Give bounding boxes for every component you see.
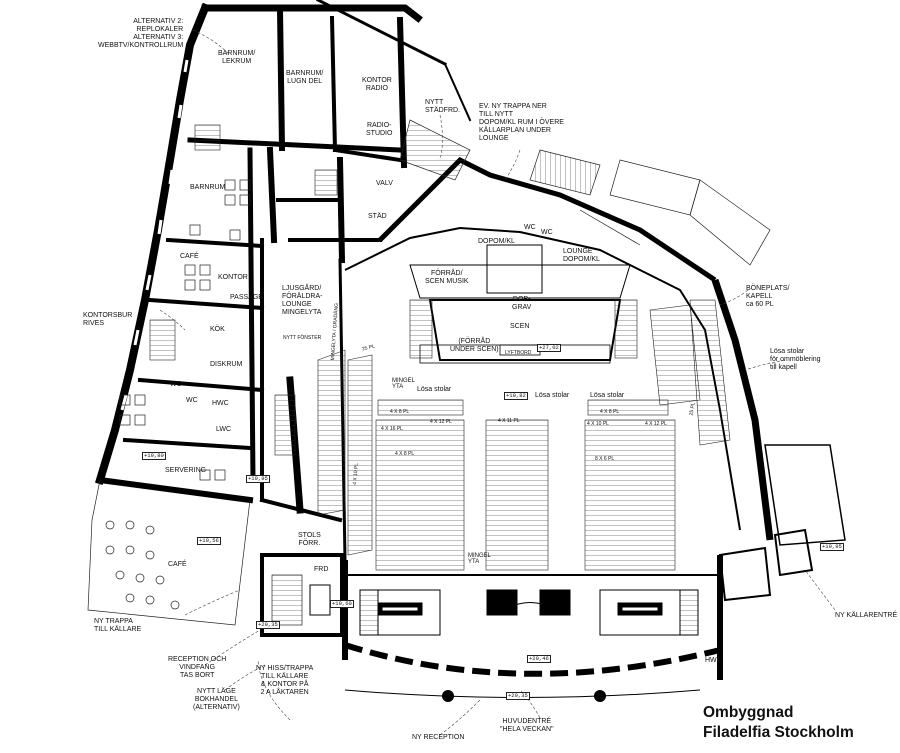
label-losa-stolar3: Lösa stolar: [590, 392, 625, 399]
south-boxes: [359, 589, 699, 636]
seat-count: 4 X 8 PL: [395, 451, 415, 457]
label-ljusgard: LJUSGÅRD/ FÖRÄLDRA- LOUNGE MINGELYTA: [282, 285, 323, 316]
label-dop-grav: DOP- GRAV: [512, 296, 532, 311]
label-ev-trappa: EV. NY TRAPPA NER TILL NYTT DOPOM/KL RUM…: [479, 103, 564, 142]
title-line-2: Filadelfia Stockholm: [703, 724, 854, 741]
title-line-1: Ombyggnad: [703, 704, 794, 721]
seat-count: 4 X 12 PL: [645, 421, 667, 427]
entrance-column-left: [442, 690, 454, 702]
level-tag: +20,46: [527, 655, 551, 663]
label-servering: SERVERING: [165, 467, 207, 474]
stair-west-1: [194, 124, 221, 151]
label-losa-stolar1: Lösa stolar: [417, 386, 452, 393]
label-barnrum-lekrum: BARNRUM/ LEKRUM: [218, 50, 256, 65]
label-ny-kallarentre: NY KÄLLARENTRÉ: [835, 612, 898, 619]
label-ny-hiss: NY HISS/TRAPPA TILL KÄLLARE & KONTOR PÅ …: [256, 665, 314, 696]
label-ny-reception: NY RECEPTION: [412, 734, 465, 741]
drawing-title: Ombyggnad Filadelfia Stockholm: [703, 703, 854, 743]
seat-count: 4 X 10 PL: [587, 421, 609, 427]
level-tag: +19,95: [246, 475, 270, 483]
label-barnrum-lugn: BARNRUM/ LUGN DEL: [286, 70, 324, 85]
seat-count: 4 X 8 PL: [600, 409, 620, 415]
level-tag: +20,35: [506, 692, 530, 700]
level-tag: +19,95: [820, 543, 844, 551]
label-radio-studio: RADIO- STUDIO: [366, 122, 393, 137]
east-annex: [718, 444, 846, 602]
seat-count: 8 X 6 PL: [595, 456, 615, 462]
seat-count: 4 X 11 PL: [498, 418, 520, 424]
label-losa-stolar2: Lösa stolar: [535, 392, 570, 399]
label-scen: SCEN: [510, 323, 530, 330]
cafe-tables: [105, 179, 251, 610]
label-kok: KÖK: [210, 326, 225, 333]
label-kontor-radio: KONTOR RADIO: [362, 77, 392, 92]
level-tag: +27,02: [537, 344, 561, 352]
label-hwc1: HWC: [212, 400, 229, 407]
stair-west-3: [274, 394, 296, 456]
stair-west-2: [149, 319, 176, 361]
level-tag: +19,56: [197, 537, 221, 545]
seat-count: 4 X 8 PL: [390, 409, 410, 415]
seating: [317, 299, 731, 571]
label-wc3: WC: [170, 381, 182, 388]
label-reception-vindfang: RECEPTION OCH VINDFANG TAS BORT: [168, 656, 227, 679]
stair-west-4: [314, 169, 338, 196]
label-nytt-fonster: NYTT FÖNSTER: [283, 335, 322, 341]
seat-count: 4 X 16 PL: [381, 426, 403, 432]
label-mingel2: MINGEL YTA: [468, 553, 492, 565]
label-frd: FRD: [314, 566, 329, 573]
label-lyftbord: LYFTBORD: [505, 350, 532, 356]
ne-stair-zone: [399, 119, 771, 266]
level-tag: +20,35: [256, 621, 280, 629]
leader-lines: [159, 29, 836, 736]
label-wc1: WC: [524, 224, 536, 231]
label-forrad-scen: FÖRRÅD/ SCEN MUSIK: [425, 270, 469, 285]
label-wc2: WC: [541, 229, 553, 236]
west-wall-windows: [120, 59, 189, 411]
stage-steps-right: [614, 299, 638, 359]
label-nytt-lage: NYTT LÄGE BOKHANDEL (ALTERNATIV): [193, 688, 240, 711]
stage-steps-left: [409, 299, 433, 359]
label-hwc2: HWC: [705, 657, 722, 664]
label-ny-trappa: NY TRAPPA TILL KÄLLARE: [94, 618, 142, 633]
label-lwc: LWC: [216, 426, 232, 433]
level-tag: +19,82: [504, 392, 528, 400]
label-barnrum: BARNRUM: [190, 184, 226, 191]
label-wc4: WC: [186, 397, 198, 404]
label-kontor: KONTOR: [218, 274, 248, 281]
label-lounge: LOUNGE DOPOM/KL: [563, 248, 600, 263]
label-alternativ: ALTERNATIV 2: REPLOKALER ALTERNATIV 3: W…: [98, 18, 184, 49]
cafe-terrace: [87, 479, 251, 626]
level-tag: +19,80: [142, 452, 166, 460]
level-tag: +19,60: [330, 600, 354, 608]
stage: [409, 244, 631, 364]
label-cafe-top: CAFÉ: [180, 253, 199, 260]
label-cafe-bottom: CAFÉ: [168, 561, 187, 568]
sw-stair-block: [260, 553, 344, 637]
label-valv: VALV: [376, 180, 393, 187]
label-kontorsbur: KONTORSBUR RIVES: [83, 312, 133, 327]
label-stols-forr: STOLS FÖRR.: [298, 532, 321, 547]
label-huvudentre: HUVUDENTRÉ "HELA VECKAN": [500, 718, 554, 733]
seat-count: 4 X 12 PL: [430, 419, 452, 425]
label-bonplats: BÖNEPLATS/ KAPELL ca 60 PL: [746, 285, 790, 308]
label-dopom-left: DOPOM/KL: [478, 238, 515, 245]
label-losa-stolar-kapell: Lösa stolar för ommöblering till kapell: [770, 348, 821, 371]
label-forrad-under: (FÖRRÅD UNDER SCEN): [450, 338, 499, 353]
label-passage: PASSAGE: [230, 294, 263, 301]
label-mingel1: MINGEL YTA: [392, 378, 416, 390]
label-nytt-stadf: NYTT STÄDFRD.: [425, 99, 460, 114]
label-stad: STÄD: [368, 213, 387, 220]
label-diskrum: DISKRUM: [210, 361, 243, 368]
entrance-column-right: [594, 690, 606, 702]
